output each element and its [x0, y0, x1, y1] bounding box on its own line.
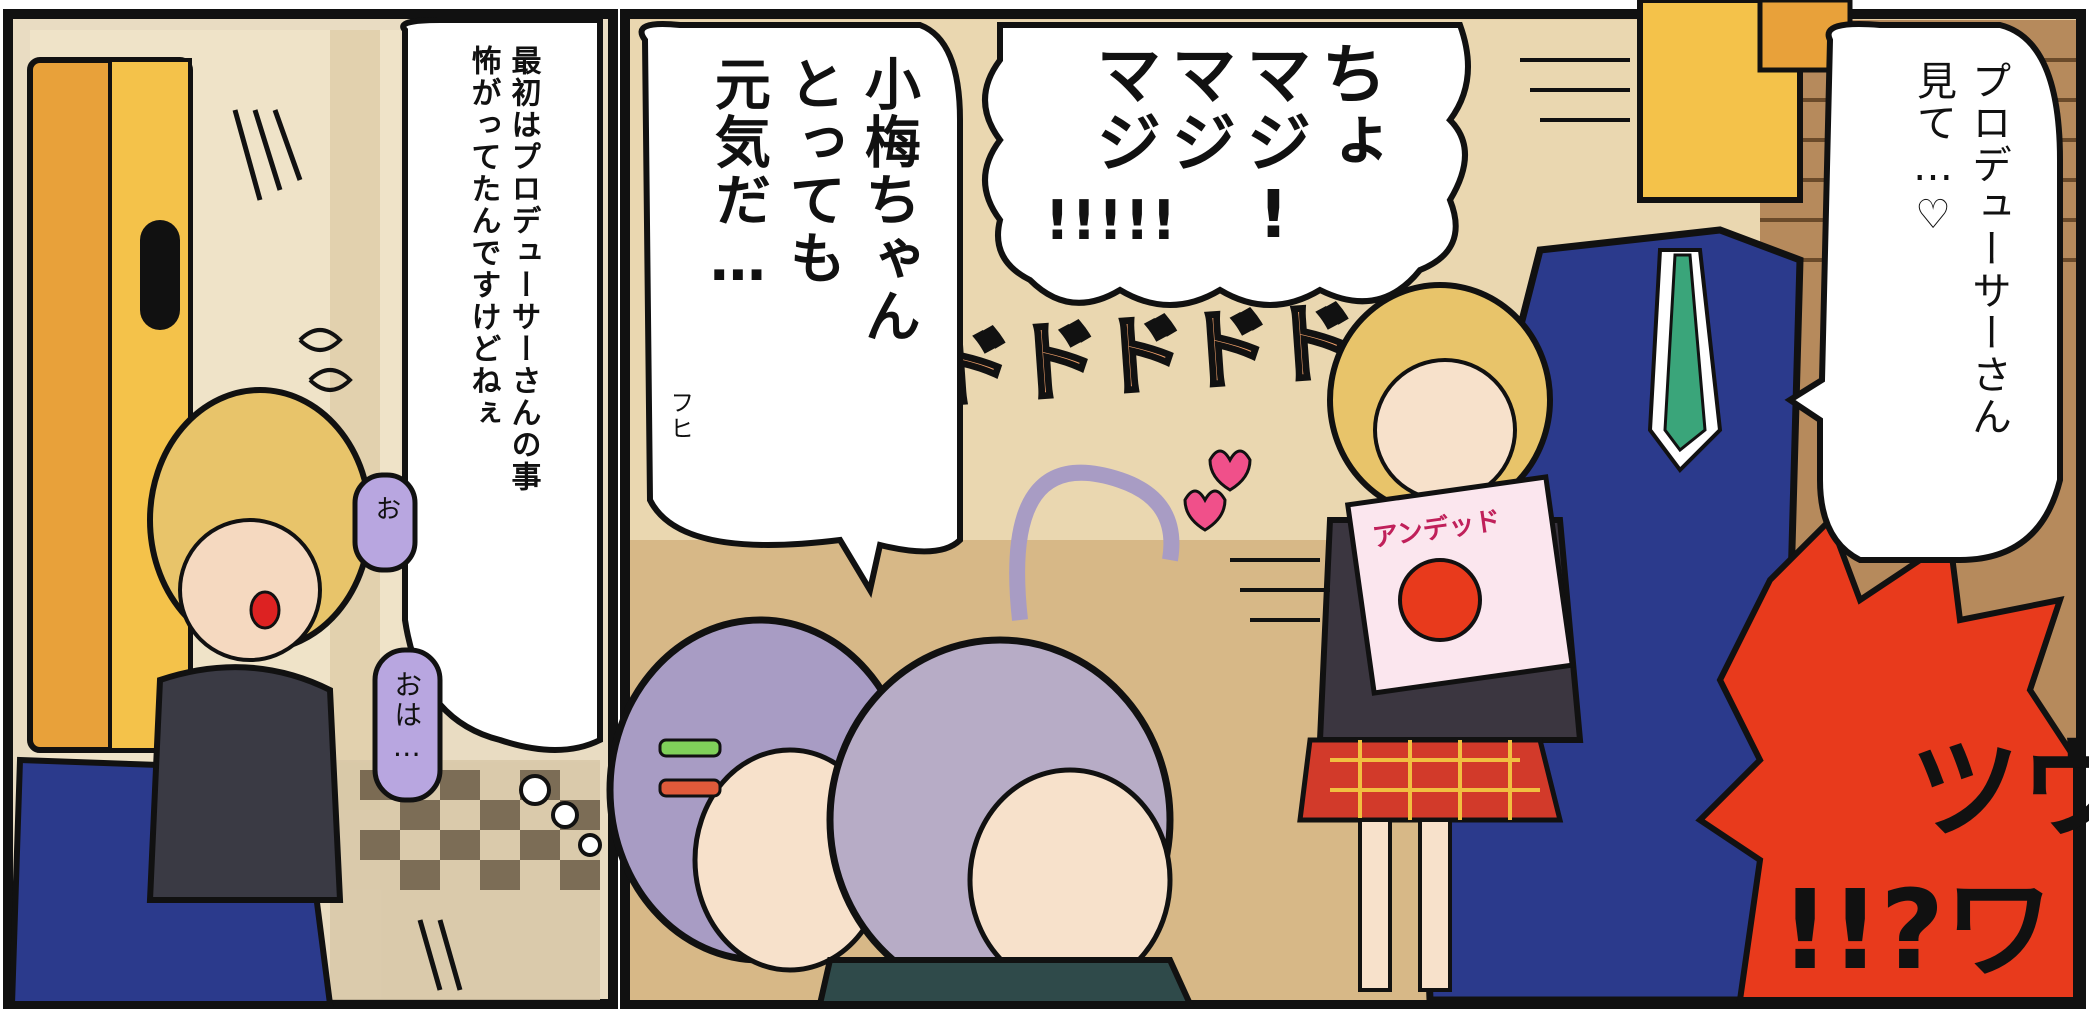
- speech-bubble-koume: [638, 21, 963, 598]
- maji-exclaim: !!!!!: [1045, 189, 1179, 252]
- narration-line-1: 最初はプロデューサーさんの事: [505, 45, 541, 493]
- sfx-tsuwa-2: !!?ワ: [1780, 866, 2055, 994]
- narration-line-2: 怖がってたんですけどねぇ: [465, 45, 501, 429]
- narration-bubble: [400, 17, 603, 753]
- maji-line-2: マジ!: [1234, 40, 1312, 255]
- koume-line-2: とっても: [780, 55, 846, 287]
- mutter-bubble-1: [352, 472, 418, 573]
- mutter-o: お: [370, 495, 401, 523]
- producer-line-2: 見て…♡: [1910, 60, 1956, 240]
- maji-line-3: マジ: [1159, 40, 1237, 176]
- magazine: アンデッド: [1344, 474, 1576, 696]
- koume-line-3: 元気だ…: [705, 55, 771, 296]
- lilac-girl-2: [816, 636, 1195, 1007]
- mutter-ohayo: おは…: [390, 670, 424, 765]
- koume-fuhi: フヒ: [665, 390, 694, 442]
- box-head-producer-right: [1637, 0, 1853, 203]
- maji-line-1: ちょ: [1309, 40, 1387, 176]
- sfx-tsuwa-1: ツウ: [1910, 726, 2089, 854]
- red-burst: [1695, 514, 2079, 1003]
- koume-left: [146, 387, 373, 903]
- speech-bubble-producer: [1784, 21, 2063, 563]
- producer-line-1: プロデューサーさん: [1965, 60, 2011, 438]
- maji-line-4: マジ: [1084, 40, 1162, 176]
- right-panel: アンデッド ドドドドド: [606, 0, 2086, 1009]
- speech-bubble-majimaji: [982, 22, 1471, 308]
- mutter-bubble-2: [372, 647, 443, 803]
- checkered-floor: [330, 760, 600, 1000]
- koume-line-1: 小梅ちゃん: [855, 55, 921, 345]
- box-head-producer-left: [27, 57, 193, 753]
- left-panel: [3, 9, 618, 1009]
